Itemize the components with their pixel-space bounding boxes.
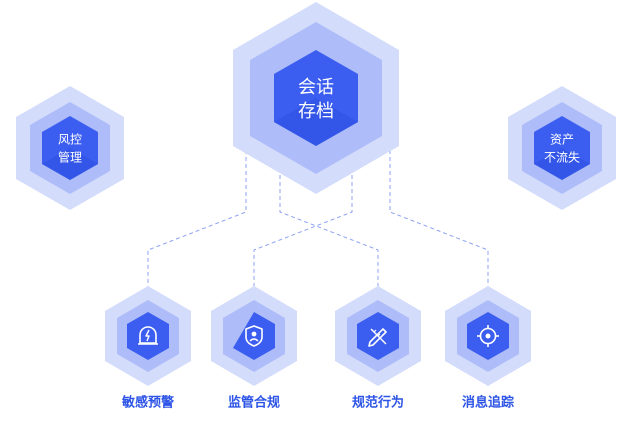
feature-label-message-tracking: 消息追踪: [462, 395, 514, 411]
right-hex-core-shade: [534, 148, 590, 180]
right-hexagon: 资产 不流失: [508, 86, 616, 210]
center-title-line2: 存档: [298, 101, 334, 122]
right-title-line1: 资产: [550, 133, 574, 147]
connector-lines: [147, 150, 489, 300]
shield-user-icon: [245, 325, 263, 347]
connector-to-compliance: [253, 175, 353, 300]
connector-to-message-tracking: [389, 150, 489, 300]
feature-label-sensitive-alert: 敏感预警: [121, 395, 174, 411]
center-hexagon: 会话 存档: [233, 2, 399, 194]
connector-to-sensitive-alert: [147, 150, 247, 300]
center-title-line1: 会话: [298, 77, 334, 98]
alarm-light-icon: [138, 326, 158, 345]
target-icon: [477, 325, 499, 347]
feature-hexagon-compliance: [211, 286, 297, 386]
feature-hexagon-message-tracking: [445, 286, 531, 386]
pencil-ruler-icon: [368, 328, 387, 347]
left-hexagon: 风控 管理: [16, 86, 124, 210]
left-title-line1: 风控: [58, 133, 82, 147]
left-hex-core-shade: [42, 148, 98, 180]
feature-label-compliance: 监管合规: [228, 395, 280, 411]
left-title-line2: 管理: [58, 150, 82, 165]
right-title-line2: 不流失: [544, 150, 580, 165]
center-hex-core-shade: [274, 98, 358, 146]
feature-label-behavior: 规范行为: [352, 395, 404, 411]
feature-hexagon-behavior: [335, 286, 421, 386]
connector-to-behavior: [279, 175, 379, 300]
feature-hexagon-sensitive-alert: [105, 286, 191, 386]
